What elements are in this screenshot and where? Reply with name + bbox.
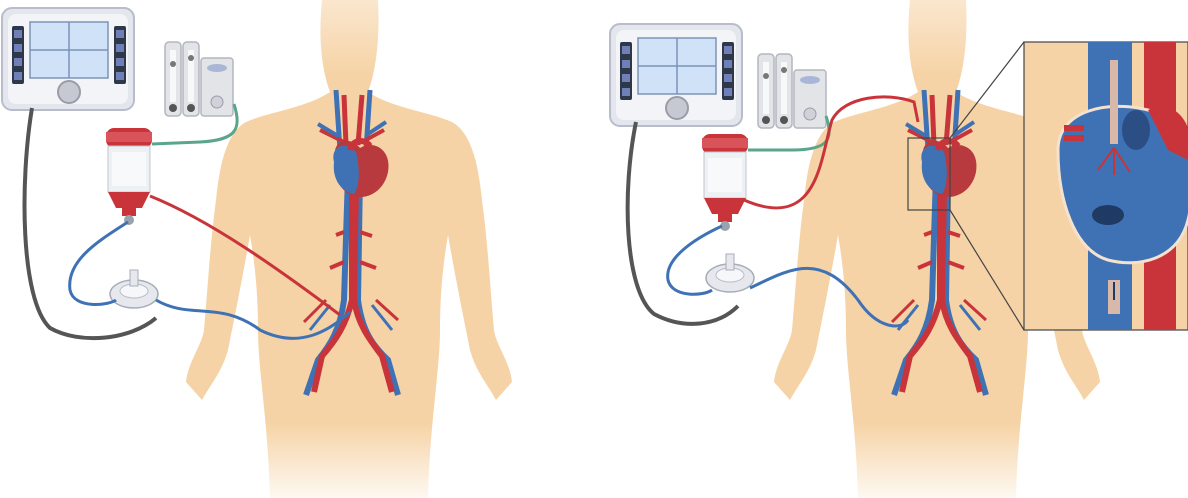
- heart-inset: [1024, 42, 1188, 330]
- centrifugal-pump-icon: [110, 270, 158, 308]
- flowmeter-icon: [165, 42, 233, 116]
- oxygenator-icon: [106, 128, 152, 225]
- oxygenator-icon: [702, 134, 748, 231]
- flowmeter-icon: [758, 54, 826, 128]
- right-panel: [610, 0, 1188, 498]
- control-console-icon: [610, 24, 742, 126]
- control-console-icon: [2, 8, 134, 110]
- centrifugal-pump-icon: [706, 254, 754, 292]
- left-panel: [2, 0, 512, 498]
